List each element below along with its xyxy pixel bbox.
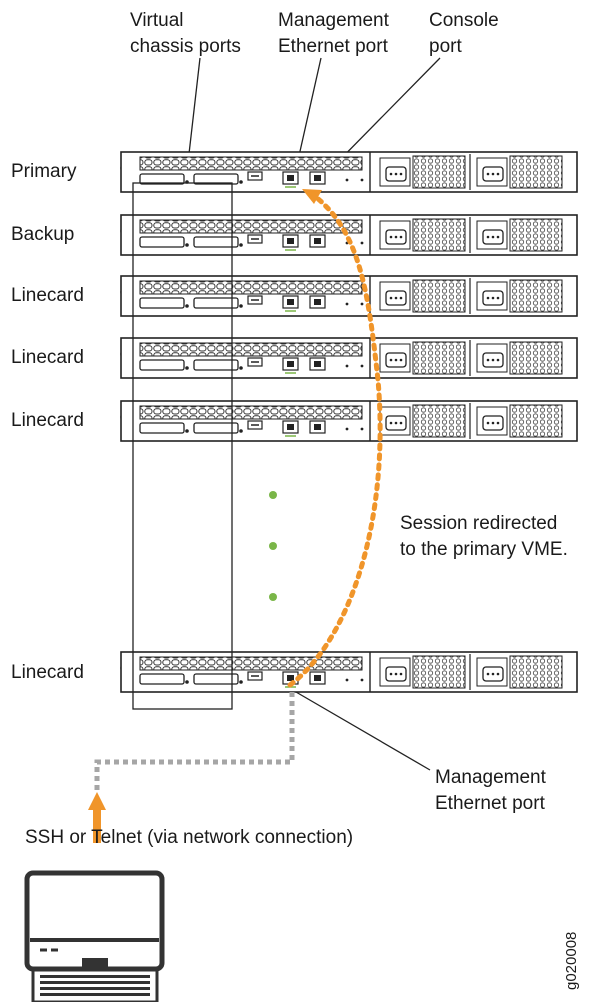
row-label-linecard-3: Linecard bbox=[11, 410, 84, 431]
row-label-linecard-2: Linecard bbox=[11, 347, 84, 368]
up-arrow-icon bbox=[88, 792, 106, 843]
ellipsis-dot-2 bbox=[269, 542, 277, 550]
ellipsis-dot-3 bbox=[269, 593, 277, 601]
callout-virtual-chassis-line1: Virtual bbox=[130, 10, 184, 31]
chassis-backup bbox=[120, 214, 578, 256]
chassis-primary bbox=[120, 151, 578, 193]
session-arrowhead bbox=[302, 189, 322, 204]
row-label-linecard-4: Linecard bbox=[11, 662, 84, 683]
callout-console-line1: Console bbox=[429, 10, 499, 31]
session-text-line2: to the primary VME. bbox=[400, 539, 568, 560]
row-label-primary: Primary bbox=[11, 161, 77, 182]
laptop-icon bbox=[24, 870, 165, 1002]
callout-mgmt-bottom-line2: Ethernet port bbox=[435, 793, 546, 814]
callout-mgmt-bottom-line1: Management bbox=[435, 767, 547, 788]
access-label: SSH or Telnet (via network connection) bbox=[25, 827, 353, 848]
session-text-line1: Session redirected bbox=[400, 513, 557, 534]
callout-mgmt-top-line1: Management bbox=[278, 10, 390, 31]
row-label-backup: Backup bbox=[11, 224, 74, 245]
chassis-linecard-4 bbox=[120, 651, 578, 693]
figure-id: g020008 bbox=[563, 932, 580, 990]
chassis-linecard-2 bbox=[120, 337, 578, 379]
network-link bbox=[94, 692, 295, 790]
row-label-linecard-1: Linecard bbox=[11, 285, 84, 306]
vc-ring-loop bbox=[132, 182, 233, 710]
callout-console-line2: port bbox=[429, 36, 462, 57]
ellipsis-dot-1 bbox=[269, 491, 277, 499]
callout-mgmt-top-line2: Ethernet port bbox=[278, 36, 389, 57]
callout-virtual-chassis-line2: chassis ports bbox=[130, 36, 241, 57]
chassis-linecard-3 bbox=[120, 400, 578, 442]
session-redirect-path bbox=[287, 191, 383, 688]
chassis-linecard-1 bbox=[120, 275, 578, 317]
leader-mgmt-bottom bbox=[295, 691, 431, 771]
